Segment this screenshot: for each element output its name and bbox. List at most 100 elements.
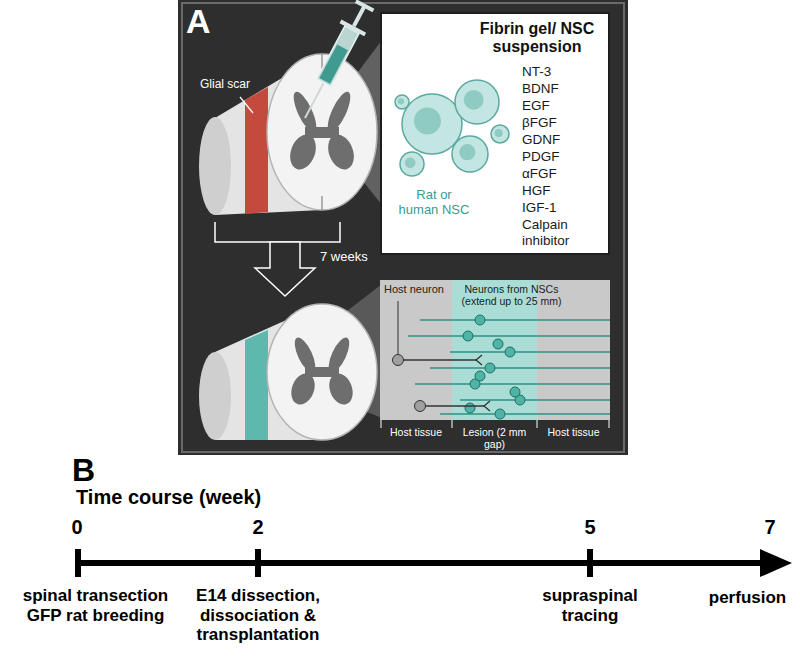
illustration-shape <box>240 97 253 113</box>
axis-title: Time course (week) <box>76 486 336 509</box>
illustration-shape <box>398 98 404 104</box>
illustration-shape <box>287 335 357 408</box>
illustration-shape <box>352 6 366 27</box>
illustration-shape <box>381 420 382 428</box>
host-neuron-label: Host neuron <box>384 283 454 296</box>
illustration-shape <box>415 383 610 384</box>
inset-box: Host neuronNeurons from NSCs (extend up … <box>380 280 610 457</box>
illustration-shape <box>420 319 610 320</box>
illustration-shape <box>760 549 792 577</box>
illustration-shape <box>440 413 610 414</box>
timeline-arrow <box>75 549 792 577</box>
illustration-shape <box>459 144 475 160</box>
illustration-shape <box>609 420 610 428</box>
illustration-shape <box>319 45 347 84</box>
illustration-shape <box>505 347 515 357</box>
factor-item: βFGF <box>522 115 607 131</box>
factor-item: BDNF <box>522 81 607 97</box>
illustration-shape <box>321 196 323 210</box>
illustration-shape <box>491 125 509 143</box>
week-number: 7 <box>760 516 780 539</box>
illustration-shape <box>255 549 261 577</box>
factor-item: EGF <box>522 98 607 114</box>
duration-label: 7 weeks <box>320 250 380 265</box>
illustration-shape <box>463 331 473 341</box>
factor-item: NT-3 <box>522 64 607 80</box>
inset-title: Fibrin gel/ NSC suspension <box>467 20 607 57</box>
illustration-shape <box>395 95 409 109</box>
illustration-shape <box>255 242 315 296</box>
cell-label: Rat or human NSC <box>396 188 472 218</box>
illustration-shape <box>495 409 505 419</box>
illustration-shape <box>199 117 231 215</box>
illustration-shape <box>452 136 488 172</box>
illustration-shape <box>452 420 453 428</box>
week-number: 2 <box>248 516 268 539</box>
event-label: perfusion <box>700 588 795 608</box>
illustration-shape <box>537 420 538 428</box>
illustration-shape <box>393 355 404 366</box>
illustration-shape <box>430 367 610 368</box>
illustration-shape <box>476 355 482 365</box>
illustration-shape <box>178 0 628 455</box>
illustration-shape <box>420 405 484 406</box>
illustration-shape <box>464 90 484 110</box>
scar-label: Glial scar <box>200 78 270 92</box>
illustration-shape <box>305 83 324 118</box>
illustration-shape <box>475 315 485 325</box>
illustration-shape <box>400 152 424 176</box>
factor-item: HGF <box>522 183 607 199</box>
illustration-shape <box>485 363 495 373</box>
illustration-shape <box>495 129 503 137</box>
illustration-shape <box>355 0 375 12</box>
illustration-shape <box>75 549 81 577</box>
illustration-shape <box>455 80 499 124</box>
illustration-shape <box>286 89 359 173</box>
region-label: Host tissue <box>380 426 452 438</box>
illustration-shape <box>398 301 399 354</box>
illustration-shape <box>215 222 340 242</box>
illustration-shape <box>317 26 359 86</box>
illustration-shape <box>484 401 490 411</box>
panel-letter: B <box>72 452 112 489</box>
illustration-shape <box>305 367 339 377</box>
region-label: Host tissue <box>537 426 610 438</box>
illustration-shape <box>587 549 593 577</box>
illustration-shape <box>402 94 462 154</box>
factor-item: PDGF <box>522 149 607 165</box>
illustration-shape <box>182 3 624 452</box>
event-label: spinal transection GFP rat breeding <box>3 586 188 625</box>
illustration-shape <box>460 399 610 400</box>
graft-neuron-label: Neurons from NSCs (extend up to 25 mm) <box>454 283 569 307</box>
inset-box: Fibrin gel/ NSC suspensionNT-3BDNFEGFβFG… <box>380 12 610 255</box>
illustration-shape <box>415 401 426 412</box>
illustration-shape <box>493 339 503 349</box>
factor-item: GDNF <box>522 132 607 148</box>
illustration-shape <box>340 20 367 37</box>
spinal-cord-bottom <box>199 304 377 440</box>
illustration-shape <box>305 127 339 138</box>
event-label: supraspinal tracing <box>520 586 660 625</box>
panel-a-frame <box>178 0 628 455</box>
factor-item: Calpain inhibitor <box>522 217 607 248</box>
illustration-shape <box>475 371 485 381</box>
week-number: 5 <box>580 516 600 539</box>
illustration-shape <box>398 359 476 360</box>
region-label: Lesion (2 mm gap) <box>452 426 537 450</box>
illustration-shape <box>450 351 610 352</box>
week-number: 0 <box>67 516 87 539</box>
illustration-shape <box>405 157 416 168</box>
factor-item: IGF-1 <box>522 200 607 216</box>
illustration-shape <box>267 304 377 440</box>
illustration-shape <box>199 352 231 440</box>
illustration-shape <box>245 330 268 440</box>
syringe <box>293 0 378 125</box>
event-label: E14 dissection, dissociation & transplan… <box>168 586 348 645</box>
illustration-shape <box>245 87 268 214</box>
panel-letter: A <box>186 2 226 41</box>
illustration-shape <box>465 403 475 413</box>
illustration-shape <box>408 335 610 336</box>
glial-scar-leader <box>240 97 253 113</box>
illustration-shape <box>77 560 765 566</box>
